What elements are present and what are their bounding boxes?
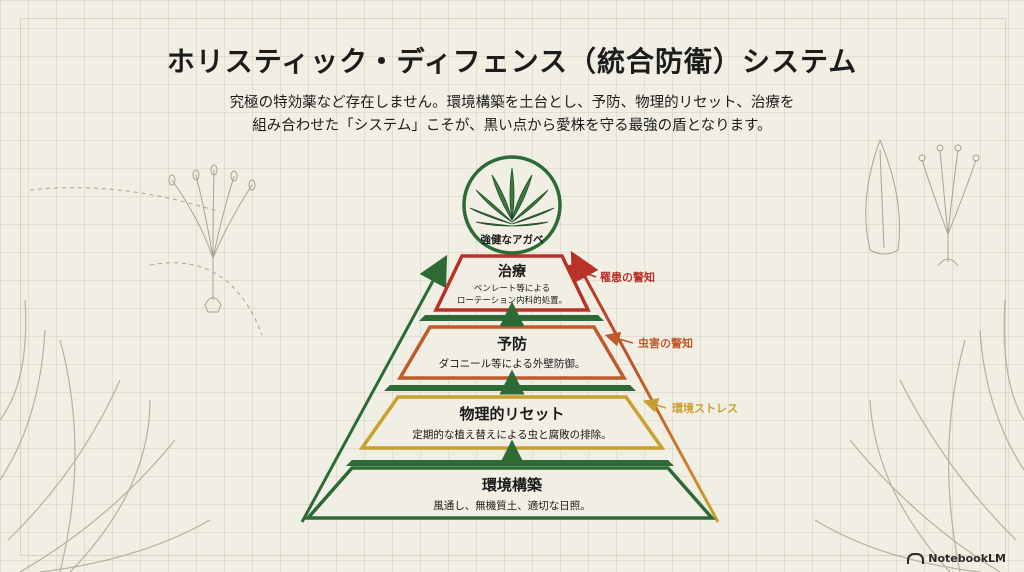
tier-treatment-title: 治療 bbox=[498, 263, 527, 280]
tier-treatment bbox=[433, 254, 591, 312]
botanical-sketch-left-icon bbox=[29, 164, 263, 336]
subtitle-line-2: 組み合わせた「システム」こそが、黒い点から愛株を守る最強の盾となります。 bbox=[252, 118, 772, 134]
subtitle-line-1: 究極の特効薬など存在しません。環境構築を土台とし、予防、物理的リセット、治療を bbox=[229, 95, 795, 111]
side-label-environment: 環境ストレス bbox=[672, 401, 738, 415]
tier-environment-title: 環境構築 bbox=[482, 476, 543, 494]
side-arrow-pest bbox=[604, 331, 634, 347]
tier-prevention bbox=[396, 325, 628, 380]
right-pressure-arrow bbox=[570, 250, 720, 523]
page-subtitle: 究極の特効薬など存在しません。環境構築を土台とし、予防、物理的リセット、治療を … bbox=[0, 92, 1024, 138]
tier-physical-reset bbox=[358, 395, 666, 450]
brand-watermark: NotebookLM bbox=[907, 552, 1006, 565]
apex-label: 強健なアガベ bbox=[481, 233, 544, 246]
botanical-sketch-right-icon bbox=[865, 138, 980, 267]
agave-rosette-icon bbox=[469, 167, 555, 227]
page-frame bbox=[20, 18, 1006, 556]
tier-physical-reset-desc: 定期的な植え替えによる虫と腐敗の排除。 bbox=[412, 428, 611, 441]
tier-divider-bar bbox=[384, 385, 636, 391]
agave-leaves-right-icon bbox=[814, 299, 1024, 572]
tier-environment-desc: 風通し、無機質土、適切な日照。 bbox=[433, 499, 591, 512]
tier-prevention-title: 予防 bbox=[497, 335, 527, 353]
tier-treatment-desc-2: ローテーション内科的処置。 bbox=[457, 295, 567, 306]
side-label-disease: 罹患の警知 bbox=[600, 270, 655, 284]
tier-treatment-desc-1: ベンレート等による bbox=[474, 283, 550, 294]
tier-physical-reset-title: 物理的リセット bbox=[459, 405, 564, 423]
brand-label: NotebookLM bbox=[928, 552, 1006, 565]
tier-environment bbox=[304, 466, 716, 520]
page-title: ホリスティック・ディフェンス（統合防衛）システム bbox=[166, 45, 858, 78]
left-growth-arrow bbox=[300, 254, 448, 523]
agave-leaves-left-icon bbox=[0, 299, 211, 572]
side-arrow-environment bbox=[642, 398, 667, 413]
side-label-pest: 虫害の警知 bbox=[638, 336, 693, 350]
notebooklm-logo-icon bbox=[907, 553, 925, 564]
tier-prevention-desc: ダコニール等による外壁防御。 bbox=[439, 357, 586, 370]
tier-divider-bar bbox=[346, 460, 674, 466]
side-arrow-disease bbox=[564, 263, 597, 278]
